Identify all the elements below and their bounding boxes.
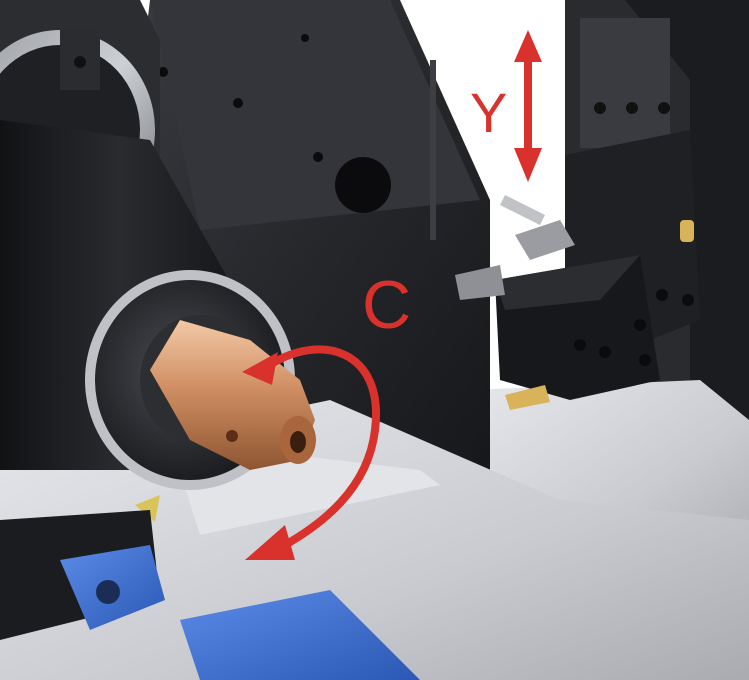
brass-fitting bbox=[680, 220, 694, 242]
turret-tool-holder bbox=[455, 130, 700, 410]
drill-bit bbox=[500, 195, 545, 225]
copper-collet bbox=[150, 320, 316, 470]
c-axis-rotation-arrow-icon bbox=[242, 345, 381, 560]
y-axis-arrow-icon bbox=[514, 30, 542, 182]
y-axis-label: Y bbox=[470, 81, 507, 144]
cutting-insert bbox=[135, 495, 160, 522]
blue-vise bbox=[60, 545, 420, 680]
c-axis-label: C bbox=[362, 267, 411, 343]
milling-cutter bbox=[505, 385, 550, 410]
bore-hole bbox=[335, 157, 391, 213]
